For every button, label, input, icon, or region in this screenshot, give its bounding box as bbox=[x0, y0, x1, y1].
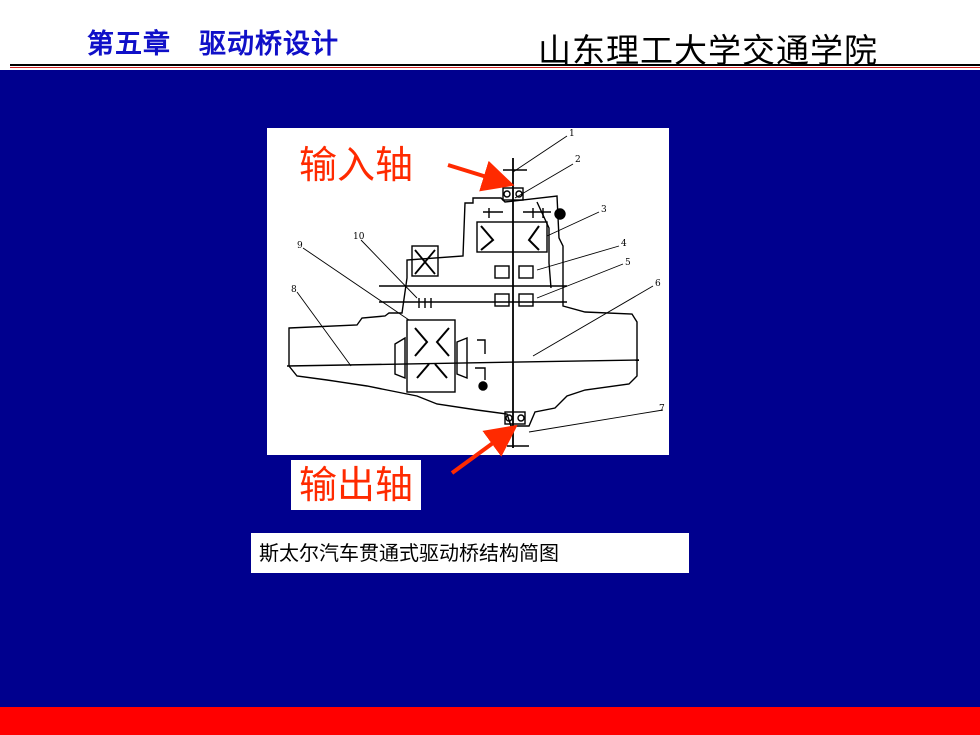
spline-marks bbox=[418, 298, 432, 308]
shaft-bearing-b bbox=[518, 265, 534, 279]
diff-lock-knob bbox=[478, 381, 488, 391]
leader-10 bbox=[360, 239, 418, 299]
part-number-labels: 1 2 3 4 5 6 7 8 9 10 bbox=[291, 129, 665, 414]
leader-2 bbox=[514, 163, 574, 199]
leader-6 bbox=[532, 285, 654, 357]
part-number-7: 7 bbox=[659, 404, 665, 414]
footer-bar bbox=[0, 707, 980, 735]
chapter-title: 第五章 驱动桥设计 bbox=[87, 29, 339, 60]
diff-lock bbox=[475, 339, 486, 380]
axle-centerline bbox=[286, 359, 640, 367]
part-number-8: 8 bbox=[291, 285, 297, 295]
part-number-9: 9 bbox=[297, 241, 303, 251]
leader-7 bbox=[528, 409, 664, 433]
header-divider-red bbox=[10, 67, 980, 68]
leader-8 bbox=[296, 291, 352, 367]
shaft-bearing-a bbox=[494, 265, 510, 279]
output-shaft-label: 输出轴 bbox=[291, 460, 422, 510]
leader-4 bbox=[536, 245, 620, 271]
part-number-1: 1 bbox=[569, 129, 575, 139]
shaft-bearing-c bbox=[494, 293, 510, 307]
leader-5 bbox=[536, 263, 624, 299]
leader-1 bbox=[512, 135, 568, 173]
part-number-4: 4 bbox=[621, 239, 627, 249]
bevel-gear-upper bbox=[480, 225, 540, 251]
part-number-10: 10 bbox=[353, 232, 365, 242]
leader-3 bbox=[546, 211, 600, 237]
upper-gear-housing bbox=[476, 221, 548, 253]
part-number-3: 3 bbox=[601, 205, 607, 215]
differential-gears bbox=[414, 327, 450, 379]
coupler-left bbox=[483, 208, 503, 218]
output-arrow bbox=[450, 424, 518, 475]
school-name: 山东理工大学交通学院 bbox=[538, 31, 878, 70]
bottom-ball-right bbox=[517, 414, 525, 422]
bottom-ball-left bbox=[505, 414, 513, 422]
diff-side-left bbox=[394, 336, 406, 380]
part-number-5: 5 bbox=[625, 258, 631, 268]
leader-lines bbox=[296, 135, 664, 433]
coupler-knob bbox=[554, 208, 566, 220]
part-number-6: 6 bbox=[655, 279, 661, 289]
interaxle-gear-left bbox=[411, 245, 439, 277]
diagram-caption: 斯太尔汽车贯通式驱动桥结构简图 bbox=[251, 533, 689, 573]
coupler-right bbox=[523, 208, 551, 218]
slide-header: 第五章 驱动桥设计 山东理工大学交通学院 bbox=[0, 0, 980, 70]
shaft-bearing-d bbox=[518, 293, 534, 307]
input-arrow bbox=[447, 160, 515, 192]
diff-side-right bbox=[456, 336, 468, 380]
bottom-bearing bbox=[504, 411, 526, 425]
housing-outline bbox=[288, 195, 638, 427]
leader-9 bbox=[302, 247, 410, 321]
header-divider bbox=[10, 64, 980, 66]
interaxle-gear-teeth bbox=[414, 249, 436, 275]
input-shaft-label: 输入轴 bbox=[291, 140, 422, 190]
part-number-2: 2 bbox=[575, 155, 581, 165]
differential-case bbox=[406, 319, 456, 393]
